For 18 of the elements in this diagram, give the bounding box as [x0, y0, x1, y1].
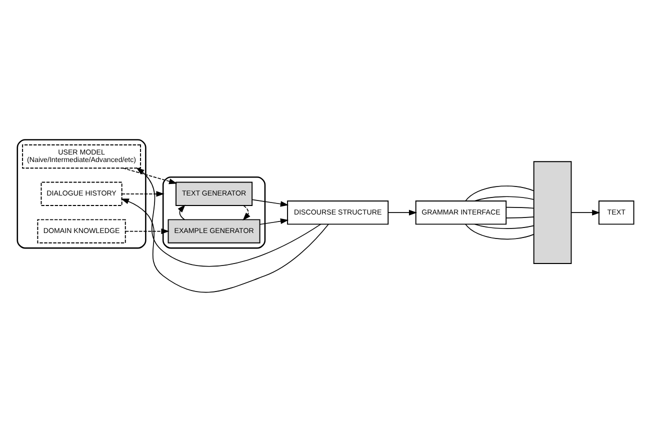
- connector: [474, 196, 534, 201]
- arrow: [178, 204, 186, 220]
- arrow: [252, 198, 289, 206]
- connector: [465, 223, 534, 240]
- connector: [506, 216, 534, 218]
- connector: [506, 206, 534, 208]
- arrow: [125, 228, 170, 234]
- arrow: [388, 209, 418, 215]
- arrow: [122, 190, 164, 196]
- connector: [465, 185, 534, 201]
- arrow: [260, 218, 289, 224]
- node-box: [533, 160, 572, 264]
- arrow: [242, 204, 250, 220]
- arrow: [122, 167, 178, 184]
- arrow: [570, 209, 600, 215]
- arrow: [136, 166, 322, 266]
- connector: [474, 223, 534, 228]
- arrow: [120, 198, 329, 292]
